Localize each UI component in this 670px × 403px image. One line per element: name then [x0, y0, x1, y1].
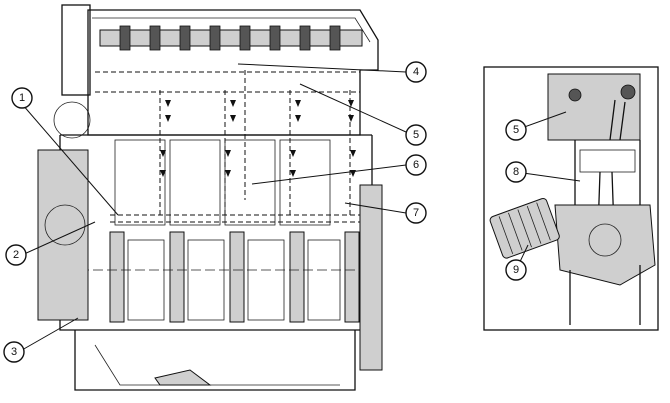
oil-filter — [489, 197, 560, 259]
callout-6: 6 — [405, 154, 427, 176]
svg-text:9: 9 — [513, 264, 519, 276]
svg-text:5: 5 — [413, 129, 419, 141]
svg-text:4: 4 — [413, 66, 419, 78]
callout-9: 9 — [505, 259, 527, 281]
engine-side-section — [37, 4, 383, 391]
callout-3: 3 — [3, 341, 25, 363]
svg-text:2: 2 — [13, 249, 19, 261]
callout-5-inset: 5 — [505, 119, 527, 141]
svg-text:1: 1 — [19, 92, 25, 104]
svg-text:8: 8 — [513, 166, 519, 178]
inset-frame — [483, 66, 659, 331]
svg-text:6: 6 — [413, 159, 419, 171]
callout-8: 8 — [505, 161, 527, 183]
svg-text:7: 7 — [413, 207, 419, 219]
svg-text:3: 3 — [11, 346, 17, 358]
callout-4: 4 — [405, 61, 427, 83]
svg-text:5: 5 — [513, 124, 519, 136]
front-pulley — [37, 149, 89, 321]
callout-2: 2 — [5, 244, 27, 266]
callout-5: 5 — [405, 124, 427, 146]
flywheel — [359, 184, 383, 371]
inset-cross-section — [483, 66, 659, 331]
callout-7: 7 — [405, 202, 427, 224]
callout-1: 1 — [11, 87, 33, 109]
camshaft — [99, 29, 363, 47]
